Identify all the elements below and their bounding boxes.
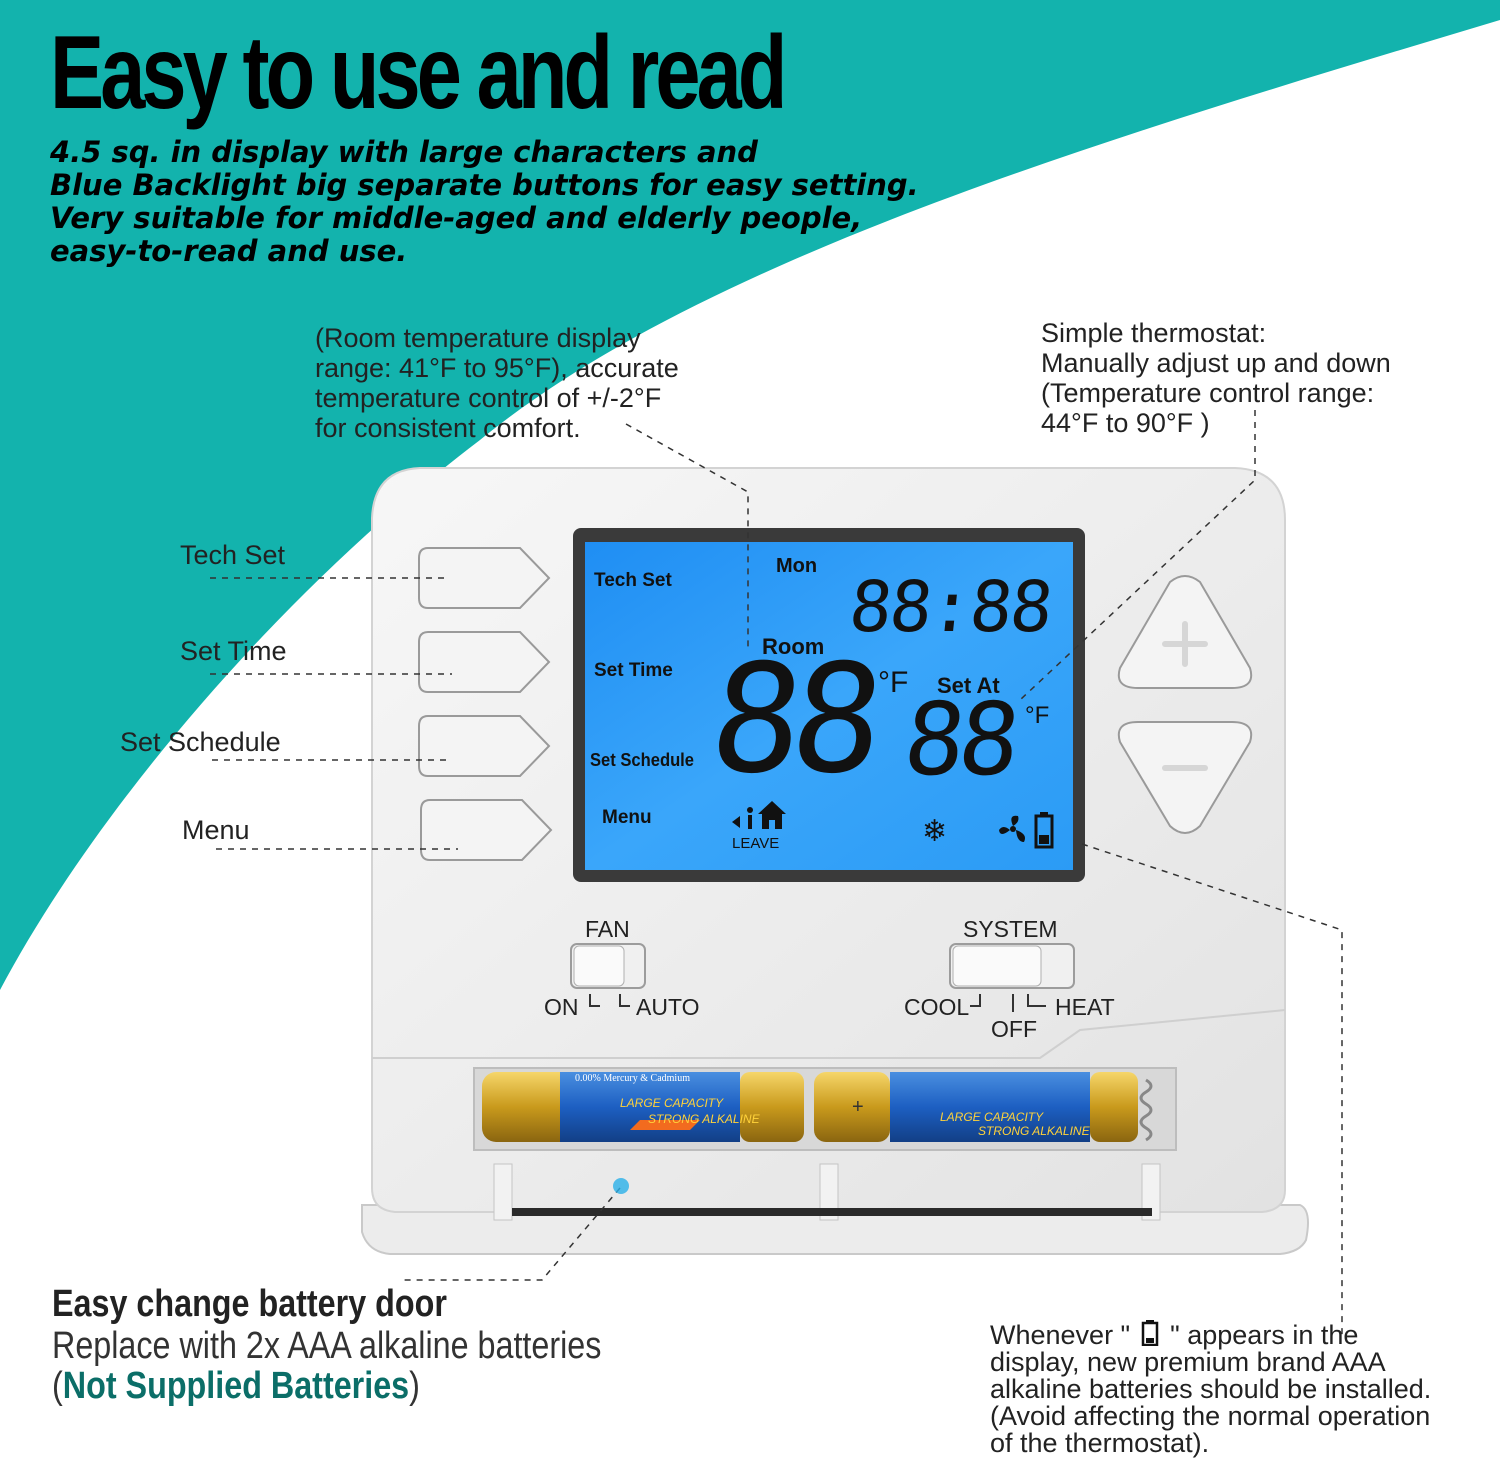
- lcd-room-unit: °F: [878, 666, 909, 699]
- battery-door: [361, 1204, 1309, 1255]
- side-button-shape: [418, 715, 551, 777]
- callout-line: range: 41°F to 95°F), accurate: [315, 353, 679, 383]
- callout-line: for consistent comfort.: [315, 413, 581, 443]
- fan-icon: [996, 812, 1030, 846]
- fan-switch-auto-label: AUTO: [636, 994, 700, 1020]
- fan-switch[interactable]: [571, 944, 645, 988]
- down-button-shape: [1117, 721, 1253, 834]
- battery-capacity-text: LARGE CAPACITY: [620, 1096, 724, 1110]
- lcd-room-label: Room: [762, 634, 825, 659]
- set-schedule-label: Set Schedule: [120, 727, 281, 757]
- lcd-label-set-schedule: Set Schedule: [590, 750, 695, 770]
- system-switch-heat-label: HEAT: [1055, 994, 1115, 1020]
- battery-door-note: (Not Supplied Batteries): [52, 1365, 420, 1408]
- leave-home-icon: [728, 798, 790, 834]
- lcd-room-temp: 88: [702, 633, 882, 807]
- headline: Easy to use and read: [50, 15, 787, 131]
- menu-button[interactable]: [421, 800, 551, 860]
- lcd-leave-label: LEAVE: [732, 835, 780, 852]
- callout-line: 44°F to 90°F ): [1041, 408, 1210, 438]
- battery-door-handle[interactable]: [362, 1205, 1308, 1255]
- callout-control-range: Simple thermostat: Manually adjust up an…: [1041, 318, 1391, 438]
- battery-label-text: 0.00% Mercury & Cadmium: [575, 1073, 690, 1084]
- battery-door-description: Replace with 2x AAA alkaline batteries: [52, 1325, 602, 1367]
- battery-door-title: Easy change battery door: [52, 1283, 447, 1325]
- battery-type-text: STRONG ALKALINE: [648, 1112, 760, 1126]
- warning-line: Whenever " " appears in the: [990, 1320, 1431, 1349]
- side-button-shape: [418, 547, 551, 609]
- battery-plus-sign: +: [852, 1096, 864, 1118]
- set-time-label: Set Time: [180, 636, 287, 666]
- lcd-set-temp: 88: [898, 681, 1020, 798]
- subheadline-line: Very suitable for middle-aged and elderl…: [50, 201, 863, 235]
- side-button-shape: [420, 799, 553, 861]
- set-time-button[interactable]: [419, 632, 549, 692]
- warning-start: Whenever ": [990, 1320, 1131, 1350]
- lcd-day: Mon: [776, 555, 818, 577]
- side-button-shape: [418, 631, 551, 693]
- callout-line: (Room temperature display: [315, 323, 641, 353]
- temp-down-button[interactable]: [1116, 720, 1254, 838]
- tech-set-button[interactable]: [419, 548, 549, 608]
- battery-type-text: STRONG ALKALINE: [978, 1124, 1090, 1138]
- menu-label: Menu: [182, 815, 250, 845]
- battery-capacity-text: LARGE CAPACITY: [940, 1110, 1044, 1124]
- system-switch-off-label: OFF: [991, 1016, 1037, 1042]
- system-switch-cool-label: COOL: [904, 994, 970, 1020]
- battery-icon: [1034, 811, 1056, 849]
- tech-set-label: Tech Set: [180, 540, 286, 570]
- note-paren: (: [52, 1365, 63, 1407]
- callout-line: temperature control of +/-2°F: [315, 383, 662, 413]
- lcd-set-unit: °F: [1025, 702, 1050, 729]
- lcd-set-at-label: Set At: [937, 673, 1000, 698]
- fan-switch-title: FAN: [585, 916, 630, 942]
- lcd-label-set-time: Set Time: [594, 660, 673, 681]
- lcd-screen: [585, 542, 1073, 870]
- lcd-label-tech-set: Tech Set: [594, 570, 672, 591]
- callout-line: (Temperature control range:: [1041, 378, 1375, 408]
- warning-line: alkaline batteries should be installed.: [990, 1374, 1432, 1404]
- battery-warning: Whenever " " appears in the display, new …: [990, 1320, 1431, 1457]
- not-supplied-highlight: Not Supplied Batteries: [62, 1365, 410, 1407]
- temp-up-button[interactable]: [1116, 572, 1254, 690]
- snowflake-icon: ❄: [922, 815, 948, 848]
- subheadline-line: easy-to-read and use.: [50, 234, 408, 268]
- warning-end: " appears in the: [1170, 1320, 1359, 1350]
- system-switch-title: SYSTEM: [963, 916, 1058, 942]
- set-schedule-button[interactable]: [419, 716, 549, 776]
- warning-line: (Avoid affecting the normal operation: [990, 1401, 1431, 1431]
- subheadline-line: 4.5 sq. in display with large characters…: [50, 135, 758, 169]
- subheadline: 4.5 sq. in display with large characters…: [50, 136, 919, 268]
- fan-switch-on-label: ON: [544, 994, 579, 1020]
- system-switch[interactable]: [950, 944, 1074, 988]
- subheadline-line: Blue Backlight big separate buttons for …: [50, 168, 919, 202]
- warning-line: display, new premium brand AAA: [990, 1347, 1386, 1377]
- minus-icon: [1162, 765, 1208, 771]
- lcd-label-menu: Menu: [602, 807, 652, 828]
- plus-icon: [1162, 621, 1208, 667]
- callout-room-temperature: (Room temperature display range: 41°F to…: [315, 323, 679, 443]
- note-paren: ): [409, 1365, 420, 1407]
- warning-line: of the thermostat).: [990, 1428, 1210, 1458]
- battery-icon: [1141, 1320, 1159, 1347]
- callout-line: Simple thermostat:: [1041, 318, 1267, 348]
- callout-line: Manually adjust up and down: [1041, 348, 1391, 378]
